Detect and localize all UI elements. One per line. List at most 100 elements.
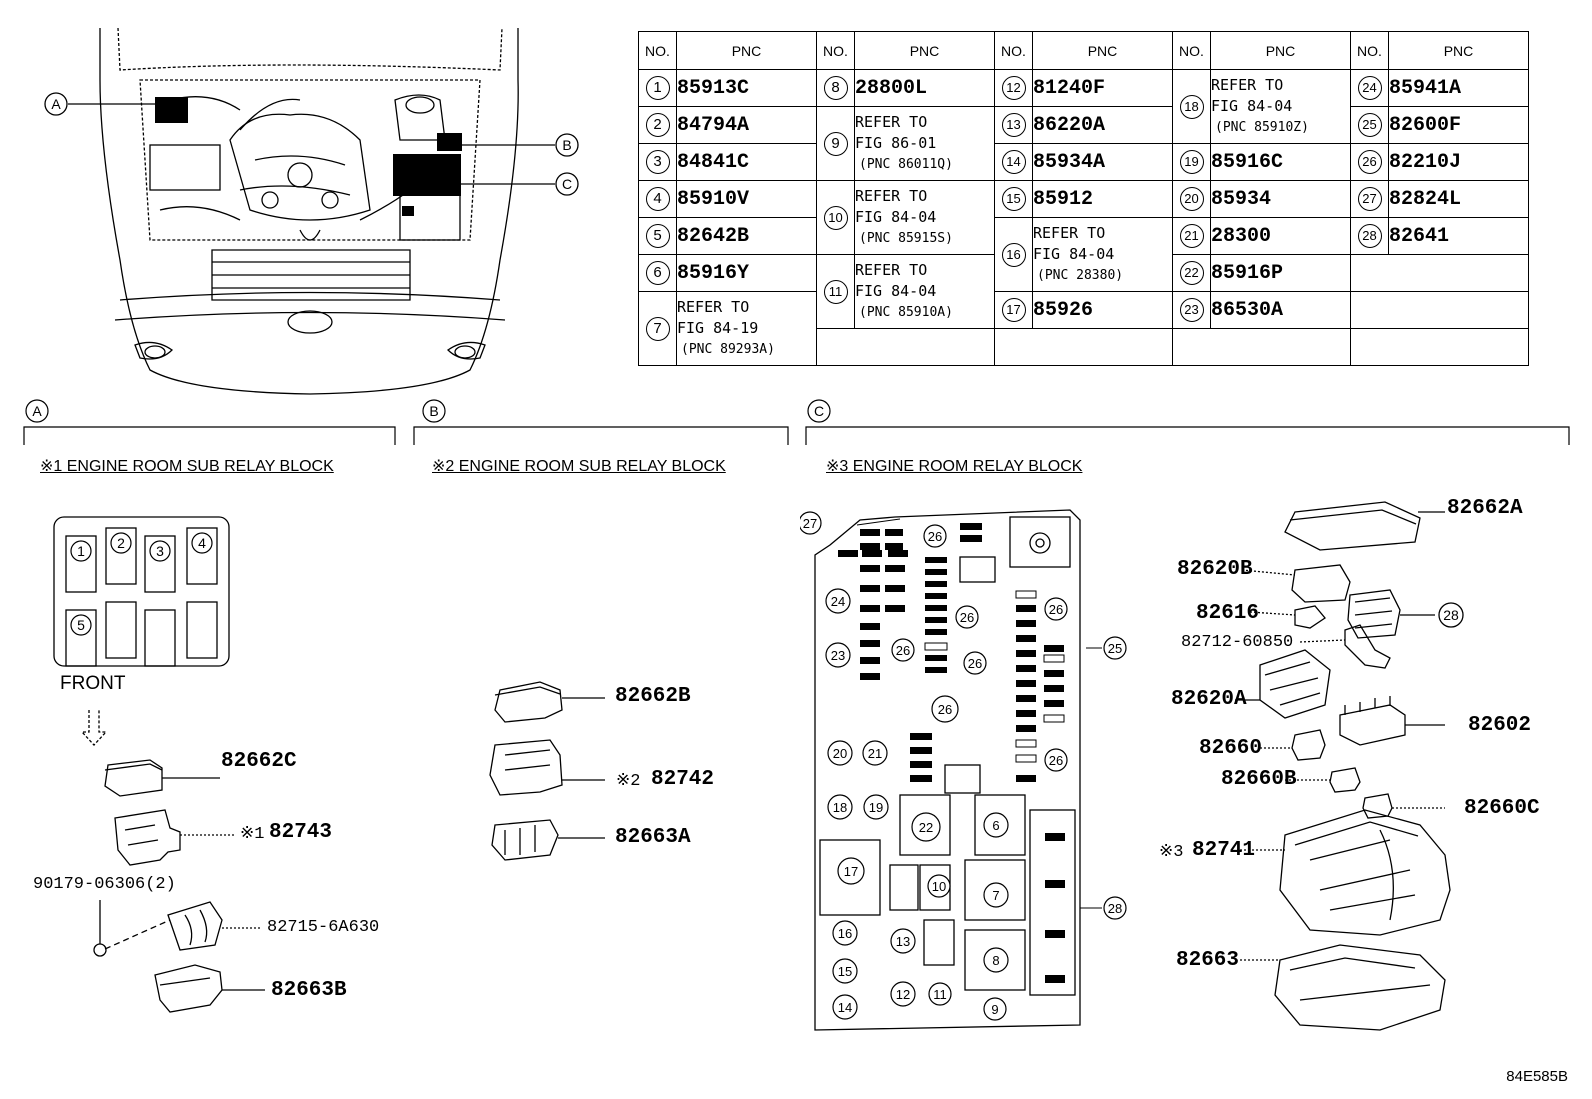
pnc-reference-line: FIG 84-04 bbox=[855, 208, 937, 226]
row-number: 24 bbox=[1357, 76, 1382, 100]
slot-marker bbox=[70, 614, 92, 636]
relay-block-exploded-parts: 28 bbox=[1235, 501, 1464, 1031]
part-82662c: 82662C bbox=[221, 750, 297, 773]
pnc-reference-line: REFER TO bbox=[1033, 224, 1106, 242]
layout-number: 13 bbox=[896, 934, 910, 949]
pnc-reference-line: REFER TO bbox=[855, 261, 928, 279]
part-82616: 82616 bbox=[1196, 602, 1260, 625]
header-no: NO. bbox=[994, 31, 1033, 70]
section-brackets: A B C bbox=[23, 399, 1570, 445]
layout-number: 24 bbox=[831, 594, 845, 609]
slot-number: 1 bbox=[77, 543, 85, 559]
row-number: 14 bbox=[1001, 150, 1026, 174]
pnc-reference-line: REFER TO bbox=[677, 298, 750, 316]
layout-number: 26 bbox=[928, 529, 942, 544]
part-mark-1: ※1 bbox=[240, 825, 265, 844]
layout-marker bbox=[827, 794, 853, 820]
callout-c: C bbox=[562, 176, 572, 192]
layout-marker bbox=[862, 740, 888, 766]
pnc-value: 28300 bbox=[1210, 217, 1351, 255]
layout-marker bbox=[983, 997, 1007, 1021]
layout-marker bbox=[800, 511, 822, 535]
header-pnc: PNC bbox=[676, 31, 817, 70]
part-82620a: 82620A bbox=[1171, 688, 1247, 711]
section-b-title: ※2 ENGINE ROOM SUB RELAY BLOCK bbox=[432, 458, 726, 475]
layout-marker bbox=[928, 982, 952, 1006]
header-no: NO. bbox=[816, 31, 855, 70]
part-mark-2: ※2 bbox=[616, 772, 641, 791]
layout-marker bbox=[931, 695, 959, 723]
part-mark-3: ※3 bbox=[1159, 843, 1184, 862]
pnc-value: 84841C bbox=[676, 143, 817, 181]
row-number: 1 bbox=[645, 76, 670, 100]
row-number: 25 bbox=[1357, 113, 1382, 137]
pnc-reference-line: REFER TO bbox=[855, 113, 928, 131]
layout-marker bbox=[832, 958, 858, 984]
header-pnc: PNC bbox=[1388, 31, 1529, 70]
row-number: 26 bbox=[1357, 150, 1382, 174]
layout-number: 11 bbox=[933, 987, 947, 1002]
row-number: 27 bbox=[1357, 187, 1382, 211]
header-pnc: PNC bbox=[1032, 31, 1173, 70]
header-pnc: PNC bbox=[1210, 31, 1351, 70]
row-number: 6 bbox=[645, 261, 670, 285]
figure-code: 84E585B bbox=[1506, 1068, 1568, 1085]
pnc-value: 85926 bbox=[1032, 291, 1173, 329]
pnc-reference-line: FIG 84-04 bbox=[855, 282, 937, 300]
row-number: 17 bbox=[1001, 298, 1026, 322]
layout-marker bbox=[955, 605, 979, 629]
slot-number: 4 bbox=[198, 535, 206, 551]
section-a-title: ※1 ENGINE ROOM SUB RELAY BLOCK bbox=[40, 458, 334, 475]
slot-number: 3 bbox=[156, 543, 164, 559]
pnc-value: 85916Y bbox=[676, 254, 817, 292]
pnc-value: 82642B bbox=[676, 217, 817, 255]
header-pnc: PNC bbox=[854, 31, 995, 70]
pnc-value: 82641 bbox=[1388, 217, 1529, 255]
pnc-value: 85912 bbox=[1032, 180, 1173, 218]
pnc-value: 86530A bbox=[1210, 291, 1351, 329]
layout-number: 26 bbox=[938, 702, 952, 717]
row-number: 5 bbox=[645, 224, 670, 248]
section-b-marker: B bbox=[429, 403, 438, 419]
header-no: NO. bbox=[1172, 31, 1211, 70]
layout-marker bbox=[927, 874, 951, 898]
pnc-value: 86220A bbox=[1032, 106, 1173, 144]
pnc-value: 85913C bbox=[676, 69, 817, 107]
layout-number: 16 bbox=[838, 926, 852, 941]
layout-marker bbox=[832, 994, 858, 1020]
pnc-reference-line: FIG 84-04 bbox=[1033, 245, 1115, 263]
header-no: NO. bbox=[638, 31, 677, 70]
header-no: NO. bbox=[1350, 31, 1389, 70]
layout-number: 14 bbox=[838, 1000, 852, 1015]
layout-number: 8 bbox=[992, 953, 999, 968]
part-82663a: 82663A bbox=[615, 826, 691, 849]
slot-marker bbox=[191, 532, 213, 554]
row-number: 8 bbox=[823, 76, 848, 100]
section-c-marker: C bbox=[814, 403, 824, 419]
layout-number: 22 bbox=[919, 820, 933, 835]
layout-marker bbox=[891, 638, 915, 662]
part-82741: 82741 bbox=[1192, 839, 1256, 862]
pnc-reference-line: (PNC 85915S) bbox=[859, 231, 953, 246]
row-number: 9 bbox=[823, 131, 848, 156]
layout-marker bbox=[983, 882, 1009, 908]
row-number: 15 bbox=[1001, 187, 1026, 211]
layout-number: 26 bbox=[1049, 602, 1063, 617]
part-82712-60850: 82712-60850 bbox=[1181, 633, 1294, 652]
row-number: 28 bbox=[1357, 224, 1382, 248]
layout-marker bbox=[983, 947, 1009, 973]
slot-marker bbox=[149, 540, 171, 562]
part-82662b: 82662B bbox=[615, 685, 691, 708]
row-number: 13 bbox=[1001, 113, 1026, 137]
row-number: 19 bbox=[1179, 150, 1204, 174]
pnc-reference-line: (PNC 28380) bbox=[1037, 268, 1124, 283]
layout-marker bbox=[832, 920, 858, 946]
slot-number: 2 bbox=[117, 535, 125, 551]
layout-marker bbox=[1103, 636, 1127, 660]
layout-number: 26 bbox=[968, 656, 982, 671]
layout-marker bbox=[863, 794, 889, 820]
layout-marker bbox=[827, 740, 853, 766]
